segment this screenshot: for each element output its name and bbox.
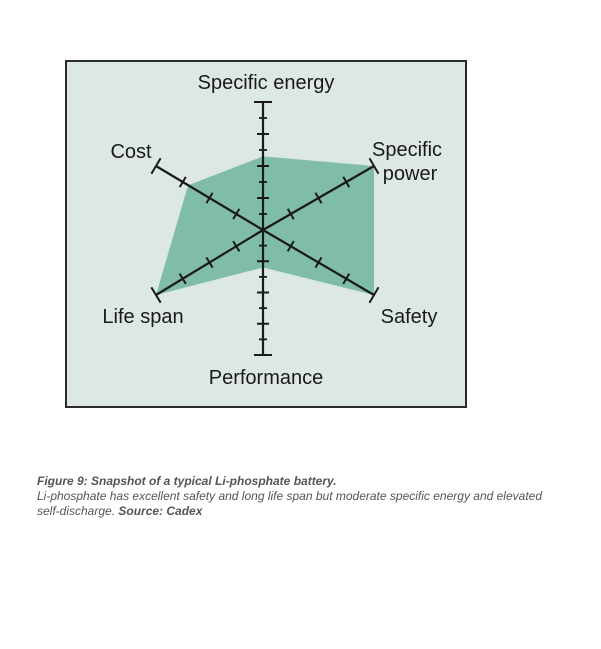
tick-specific-power-3: [342, 176, 351, 188]
tick-specific-power-4: [368, 157, 380, 175]
tick-cost-1: [232, 208, 241, 220]
tick-life-span-3: [178, 273, 187, 285]
radar-chart: Specific energy Specific power Safety Pe…: [102, 72, 442, 389]
tick-safety-3: [342, 273, 351, 285]
axis-label-safety: Safety: [381, 306, 438, 328]
axis-label-specific-power-line2: power: [383, 163, 438, 185]
caption-source: Source: Cadex: [118, 504, 203, 518]
tick-cost-4: [150, 157, 162, 175]
tick-safety-1: [286, 240, 295, 252]
axis-label-life-span: Life span: [102, 306, 183, 328]
tick-specific-power-2: [314, 192, 323, 204]
tick-cost-3: [178, 176, 187, 188]
tick-life-span-2: [205, 256, 214, 269]
tick-life-span-1: [232, 240, 241, 252]
chart-frame: Specific energy Specific power Safety Pe…: [65, 60, 467, 408]
caption-body: Li-phosphate has excellent safety and lo…: [37, 489, 542, 518]
axis-label-specific-energy: Specific energy: [198, 72, 335, 94]
tick-safety-2: [314, 256, 323, 269]
ticks: [150, 101, 380, 356]
tick-safety-4: [368, 286, 380, 304]
caption-title: Figure 9: Snapshot of a typical Li-phosp…: [37, 474, 337, 488]
figure-caption: Figure 9: Snapshot of a typical Li-phosp…: [37, 474, 567, 519]
tick-cost-2: [205, 192, 214, 204]
axis-label-specific-power-line1: Specific: [372, 139, 442, 161]
tick-specific-power-1: [286, 208, 295, 220]
tick-life-span-4: [150, 286, 162, 304]
axis-label-performance: Performance: [209, 367, 324, 389]
axis-label-cost: Cost: [110, 141, 152, 163]
